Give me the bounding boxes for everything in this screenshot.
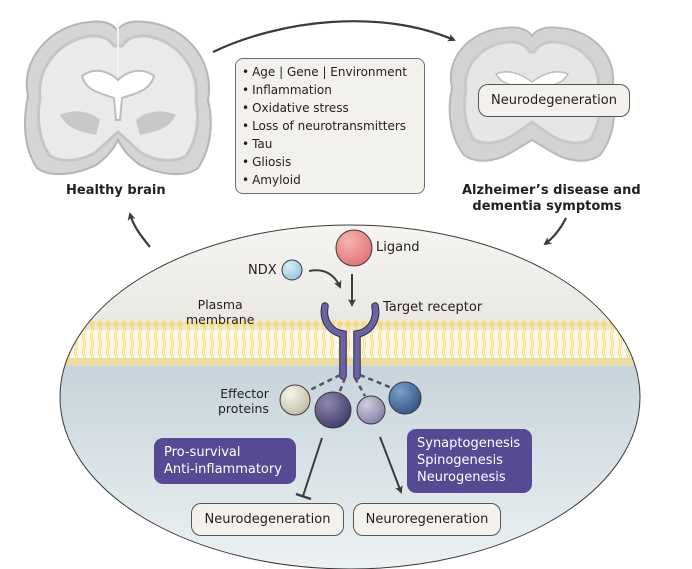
- risk-factor-item: Age | Gene | Environment: [242, 63, 418, 81]
- progression-arrow: [212, 20, 456, 53]
- outcome-neurodegeneration: Neurodegeneration: [191, 503, 344, 536]
- risk-factor-item: Oxidative stress: [242, 99, 418, 117]
- risk-factor-item: Tau: [242, 135, 418, 153]
- effector-proteins-label: Effector proteins: [218, 386, 269, 416]
- effector-proteins-label-line2: proteins: [218, 401, 269, 416]
- ligand-label: Ligand: [376, 240, 420, 255]
- disease-label: Alzheimer’s disease and dementia symptom…: [462, 183, 641, 215]
- risk-factors-box: Age | Gene | Environment Inflammation Ox…: [235, 58, 425, 194]
- promotion-arrow: [379, 436, 403, 494]
- plasma-membrane: [60, 320, 640, 366]
- genesis-box: Synaptogenesis Spinogenesis Neurogenesis: [407, 429, 532, 493]
- brain-neurodegeneration-label: Neurodegeneration: [478, 84, 630, 117]
- target-receptor: [320, 302, 380, 380]
- risk-factor-item: Inflammation: [242, 81, 418, 99]
- anti-inflammatory-line: Anti-inflammatory: [164, 462, 282, 477]
- plasma-membrane-label-line1: Plasma: [197, 297, 243, 312]
- effector-proteins-label-line1: Effector: [220, 386, 269, 401]
- plasma-membrane-label-line2: membrane: [186, 312, 255, 327]
- cell-ellipse: [59, 224, 641, 569]
- risk-factor-item: Gliosis: [242, 153, 418, 171]
- outcome-neuroregeneration: Neuroregeneration: [353, 503, 501, 536]
- spinogenesis-line: Spinogenesis: [417, 453, 503, 468]
- ndx-molecule: [281, 259, 303, 281]
- disease-label-line1: Alzheimer’s disease and: [462, 183, 641, 198]
- healthy-brain-label: Healthy brain: [66, 183, 166, 198]
- arrow-to-healthy-brain: [127, 212, 151, 248]
- ndx-label: NDX: [248, 263, 277, 278]
- pro-survival-box: Pro-survival Anti-inflammatory: [154, 438, 296, 484]
- synaptogenesis-line: Synaptogenesis: [417, 436, 521, 451]
- effector-light-purple: [356, 395, 386, 425]
- risk-factor-item: Loss of neurotransmitters: [242, 117, 418, 135]
- ndx-arrow: [308, 269, 342, 289]
- pro-survival-line: Pro-survival: [164, 445, 241, 460]
- neurogenesis-line: Neurogenesis: [417, 470, 506, 485]
- effector-connectors: [309, 373, 393, 397]
- plasma-membrane-label: Plasma membrane: [186, 297, 254, 327]
- disease-label-line2: dementia symptoms: [472, 199, 622, 214]
- target-receptor-label: Target receptor: [383, 300, 483, 315]
- effector-beige: [279, 384, 311, 416]
- arrow-to-cell: [543, 217, 567, 246]
- healthy-brain-illustration: [24, 20, 212, 176]
- inhibition-arrow: [295, 437, 323, 501]
- effector-dark-purple: [314, 391, 352, 429]
- effector-blue: [388, 381, 422, 415]
- risk-factor-item: Amyloid: [242, 171, 418, 189]
- ligand-molecule: [335, 229, 373, 267]
